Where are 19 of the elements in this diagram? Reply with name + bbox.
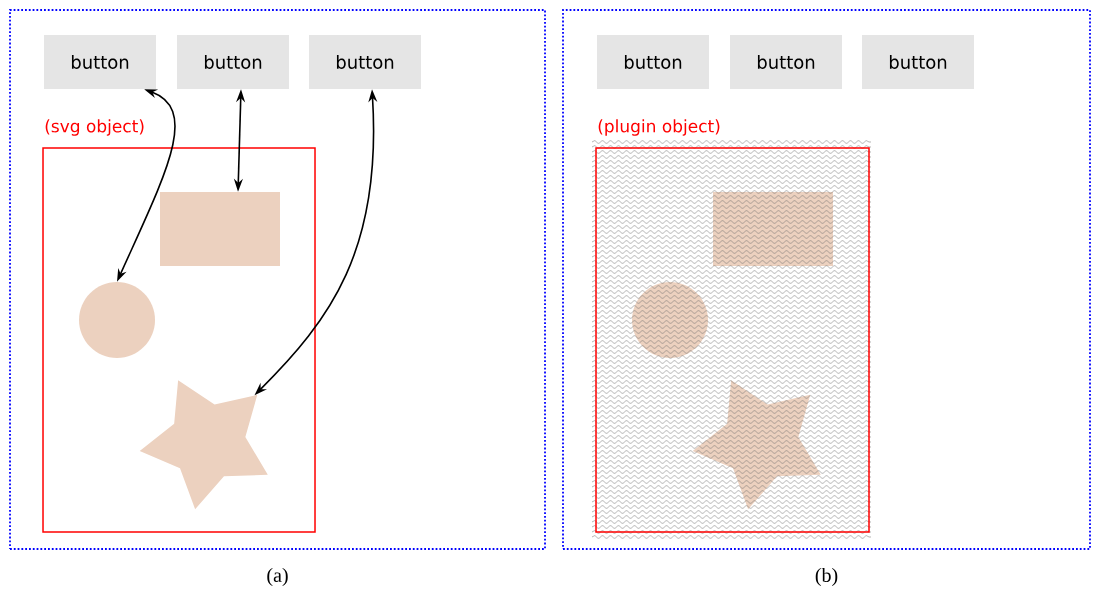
panel-caption: (b) [815, 567, 838, 587]
panel-frame [562, 9, 1091, 550]
button: button [177, 35, 289, 89]
rectangle-shape [160, 192, 280, 266]
object-frame: (svg object) [42, 119, 316, 533]
button: button [862, 35, 974, 89]
circle-shape [79, 282, 155, 358]
star-shape [139, 380, 268, 510]
button: button [44, 35, 156, 89]
panel-frame [9, 9, 546, 550]
node-label: (plugin object) [598, 119, 720, 136]
button: button [730, 35, 842, 89]
panel-caption: (a) [267, 567, 288, 587]
button: button [597, 35, 709, 89]
button: button [309, 35, 421, 89]
star-shape [692, 380, 821, 510]
node-label: (svg object) [45, 119, 144, 136]
circle-shape [632, 282, 708, 358]
object-frame: (plugin object) [595, 119, 870, 533]
